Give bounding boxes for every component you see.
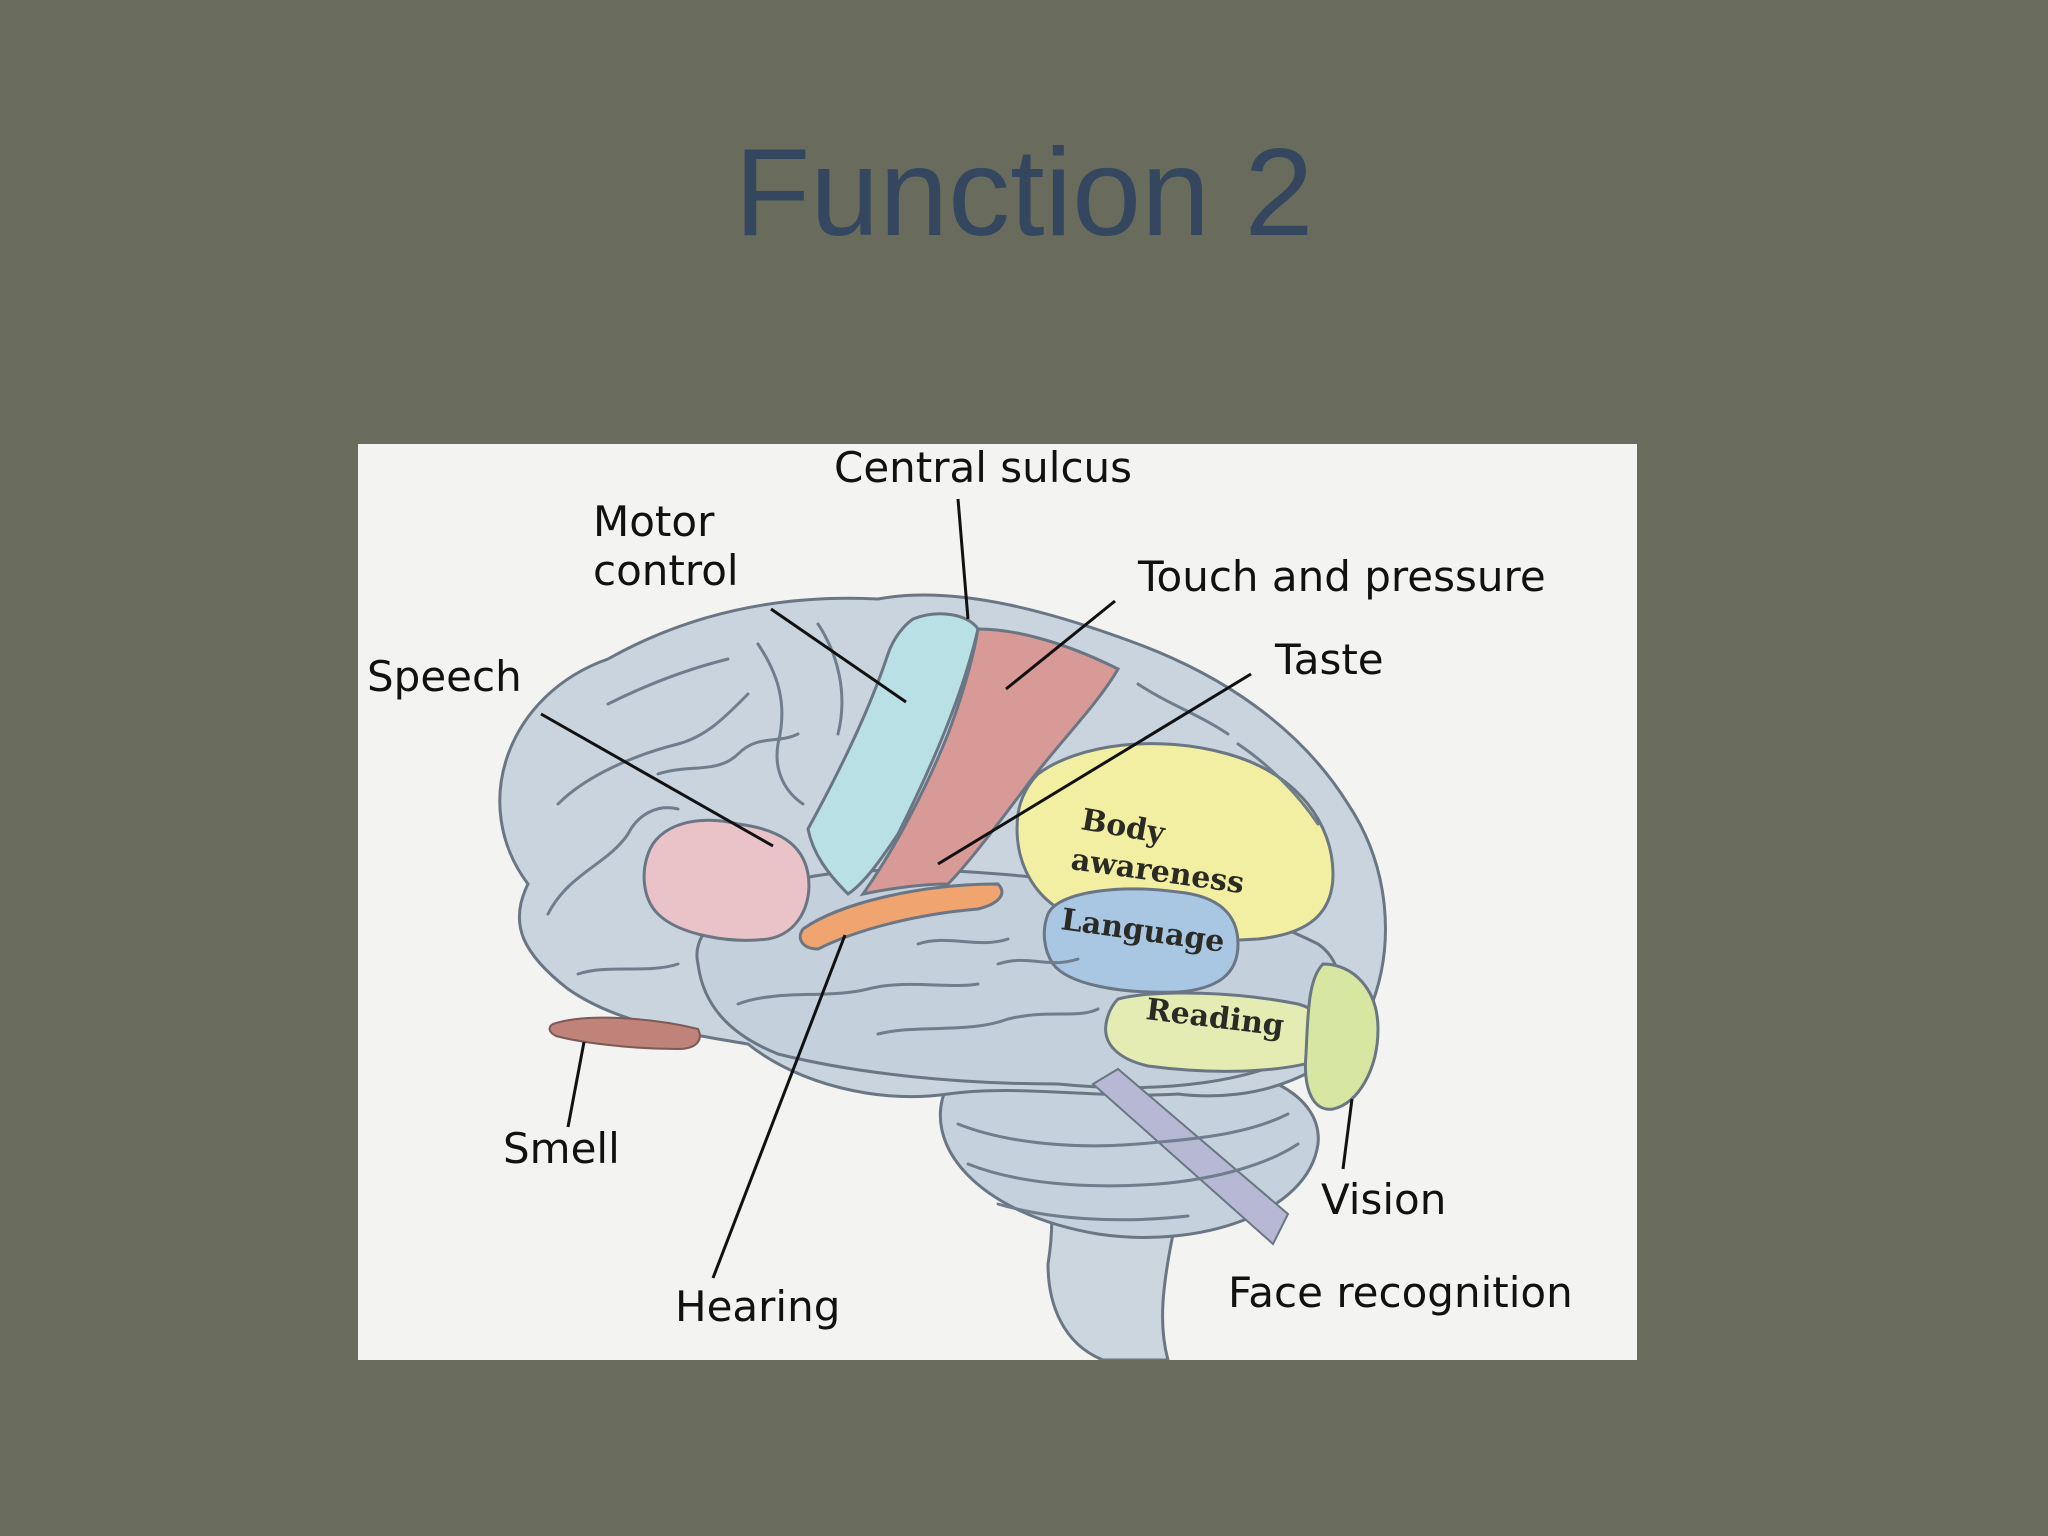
leader-smell (566, 1041, 586, 1128)
hearing-area (798, 882, 1004, 951)
label-motor-control-line2: control (593, 546, 739, 595)
label-smell: Smell (503, 1124, 620, 1173)
leader-touch-and-pressure (1005, 599, 1116, 691)
label-hearing: Hearing (675, 1282, 840, 1331)
label-touch-and-pressure: Touch and pressure (1137, 552, 1546, 601)
brain-illustration: Central sulcus Motor control Touch and p… (367, 444, 1573, 1360)
leader-taste (937, 672, 1252, 866)
leader-motor-control (770, 607, 907, 704)
leader-speech (540, 712, 774, 848)
touch-and-pressure-area (859, 627, 1121, 897)
olfactory-bulb (548, 1016, 701, 1051)
label-central-sulcus: Central sulcus (834, 444, 1132, 492)
speech-area (642, 818, 811, 942)
cortex-folds (546, 622, 1320, 1222)
leader-lines (540, 498, 1354, 1279)
face-recognition-area (1091, 1067, 1290, 1246)
label-vision: Vision (1321, 1175, 1446, 1224)
leader-hearing (711, 934, 847, 1279)
label-motor-control-line1: Motor (593, 497, 715, 546)
leader-vision (1341, 1098, 1354, 1170)
brain-function-diagram: Central sulcus Motor control Touch and p… (358, 444, 1637, 1360)
label-face-recognition: Face recognition (1228, 1268, 1573, 1317)
label-speech: Speech (367, 652, 522, 701)
reading-area (1104, 991, 1335, 1073)
slide-title: Function 2 (734, 124, 1314, 262)
leader-central-sulcus (956, 498, 970, 620)
label-taste: Taste (1274, 635, 1384, 684)
vision-area (1303, 962, 1380, 1111)
